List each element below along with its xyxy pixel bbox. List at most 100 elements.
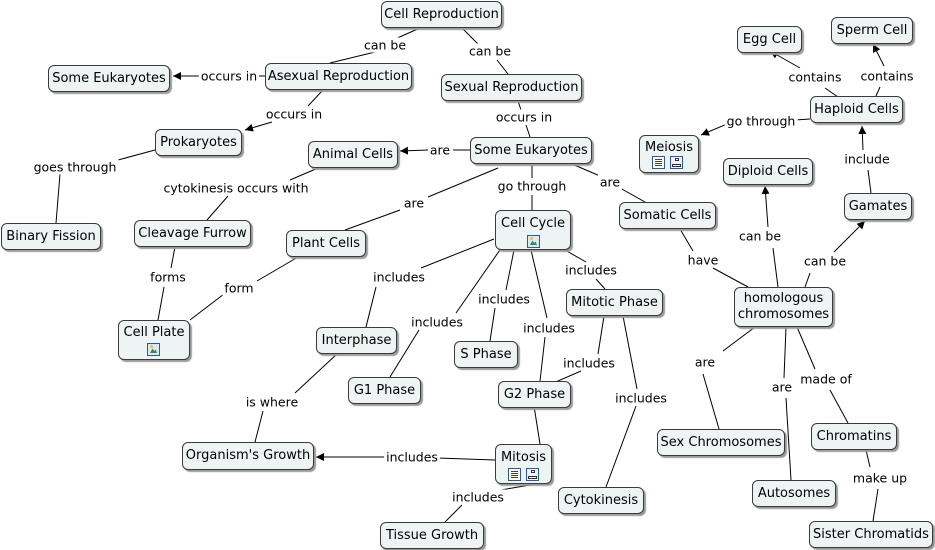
connector-line xyxy=(772,247,779,288)
concept-g2-phase[interactable]: G2 Phase xyxy=(498,381,571,408)
link-label-contains: contains xyxy=(858,68,916,84)
image-icon[interactable] xyxy=(527,235,540,248)
concept-label: S Phase xyxy=(460,346,512,362)
concept-autosomes[interactable]: Autosomes xyxy=(752,480,836,507)
concept-label: Diploid Cells xyxy=(727,163,809,179)
concept-haploid-cells[interactable]: Haploid Cells xyxy=(810,96,903,123)
concept-label: Cleavage Furrow xyxy=(138,225,247,241)
link-label-can-be: can be xyxy=(801,253,849,269)
concept-mitotic-phase[interactable]: Mitotic Phase xyxy=(566,289,663,316)
link-label-can-be: can be xyxy=(361,37,409,53)
concept-prokaryotes[interactable]: Prokaryotes xyxy=(155,129,242,156)
concept-label: Cell Cycle xyxy=(501,216,565,231)
concept-plant-cells[interactable]: Plant Cells xyxy=(286,230,366,257)
connector-line xyxy=(595,278,606,290)
connector-line xyxy=(455,246,503,314)
image-icon[interactable] xyxy=(147,343,160,356)
concept-animal-cells[interactable]: Animal Cells xyxy=(308,141,398,168)
concept-map-icon[interactable] xyxy=(526,468,539,481)
concept-label: Sex Chromosomes xyxy=(660,434,782,450)
connector-line xyxy=(867,169,872,194)
concept-s-phase[interactable]: S Phase xyxy=(454,341,518,368)
concept-map-icon[interactable] xyxy=(670,156,683,169)
connector-line xyxy=(436,457,496,461)
concept-cleavage-furrow[interactable]: Cleavage Furrow xyxy=(134,220,251,247)
concept-chromatins[interactable]: Chromatins xyxy=(811,423,897,450)
concept-label: Somatic Cells xyxy=(623,207,712,223)
connector-line xyxy=(189,293,225,321)
concept-tissue-growth[interactable]: Tissue Growth xyxy=(380,522,484,549)
connector-line xyxy=(307,90,323,107)
concept-homologous-chromosomes[interactable]: homologous chromosomes xyxy=(734,287,833,327)
concept-label: Some Eukaryotes xyxy=(52,70,166,86)
concept-label: Cytokinesis xyxy=(563,492,639,508)
concept-cytokinesis[interactable]: Cytokinesis xyxy=(558,487,644,514)
concept-interphase[interactable]: Interphase xyxy=(316,327,397,354)
concept-egg-cell[interactable]: Egg Cell xyxy=(737,26,802,53)
link-label-made-of: made of xyxy=(798,371,854,387)
link-label-form: form xyxy=(222,280,256,296)
concept-binary-fission[interactable]: Binary Fission xyxy=(1,223,101,250)
link-label-includes: includes xyxy=(563,262,619,278)
concept-label: Prokaryotes xyxy=(160,134,237,150)
arrow-connector xyxy=(761,185,770,228)
concept-gamates[interactable]: Gamates xyxy=(844,193,912,220)
connector-line xyxy=(394,27,421,40)
link-label-contains: contains xyxy=(786,69,844,85)
concept-diploid-cells[interactable]: Diploid Cells xyxy=(723,158,813,185)
concept-somatic-cells[interactable]: Somatic Cells xyxy=(619,202,716,229)
concept-cell-reproduction[interactable]: Cell Reproduction xyxy=(381,1,502,28)
concept-sex-chromosomes[interactable]: Sex Chromosomes xyxy=(657,429,785,456)
concept-g1-phase[interactable]: G1 Phase xyxy=(348,377,421,404)
connector-line xyxy=(256,256,299,282)
concept-label: Cell Plate xyxy=(123,325,185,340)
link-label-occurs-in: occurs in xyxy=(493,109,555,125)
connector-line xyxy=(875,86,881,97)
link-label-forms: forms xyxy=(148,269,188,285)
link-label-includes: includes xyxy=(521,320,577,336)
connector-line xyxy=(872,488,879,522)
concept-cell-plate[interactable]: Cell Plate xyxy=(118,320,190,360)
link-label-go-through: go through xyxy=(495,178,569,194)
connector-line xyxy=(505,249,515,291)
connector-line xyxy=(55,173,61,224)
connector-line xyxy=(722,326,756,352)
connector-line xyxy=(525,124,531,138)
concept-label: Tissue Growth xyxy=(385,527,479,543)
document-icon[interactable] xyxy=(652,156,665,169)
concept-label: Mitotic Phase xyxy=(571,294,658,310)
concept-sperm-cell[interactable]: Sperm Cell xyxy=(831,17,913,44)
concept-organisms-growth[interactable]: Organism's Growth xyxy=(182,442,314,470)
concept-label: Autosomes xyxy=(757,485,831,501)
concept-label: Binary Fission xyxy=(6,228,96,244)
concept-meiosis[interactable]: Meiosis xyxy=(639,135,699,173)
concept-some-eukaryotes-left[interactable]: Some Eukaryotes xyxy=(48,65,170,92)
link-label-are: are xyxy=(427,142,453,158)
concept-label: Animal Cells xyxy=(312,146,394,162)
arrow-connector xyxy=(858,125,867,151)
connector-line xyxy=(489,307,496,342)
document-icon[interactable] xyxy=(508,468,521,481)
connector-line xyxy=(117,149,156,161)
connector-line xyxy=(170,246,176,269)
connector-line xyxy=(829,389,849,424)
concept-some-eukaryotes-center[interactable]: Some Eukaryotes xyxy=(470,137,592,164)
connector-line xyxy=(619,187,646,203)
concept-label: Some Eukaryotes xyxy=(474,142,588,158)
connector-line xyxy=(365,286,377,328)
link-label-goes-through: goes through xyxy=(31,159,119,175)
connector-line xyxy=(157,286,165,321)
concept-sister-chromatids[interactable]: Sister Chromatids xyxy=(809,521,933,548)
link-label-cytokinesis-occurs-with: cytokinesis occurs with xyxy=(161,180,311,196)
link-label-includes: includes xyxy=(561,355,617,371)
link-label-includes: includes xyxy=(409,314,465,330)
concept-sexual-reproduction[interactable]: Sexual Reproduction xyxy=(441,74,582,101)
concept-asexual-reproduction[interactable]: Asexual Reproduction xyxy=(265,63,412,90)
connector-line xyxy=(427,167,499,198)
link-label-includes: includes xyxy=(384,449,440,465)
connector-line xyxy=(679,228,694,252)
concept-mitosis[interactable]: Mitosis xyxy=(495,444,552,484)
connector-line xyxy=(571,163,601,177)
concept-label: Sister Chromatids xyxy=(813,526,929,542)
concept-label: Organism's Growth xyxy=(185,448,311,463)
